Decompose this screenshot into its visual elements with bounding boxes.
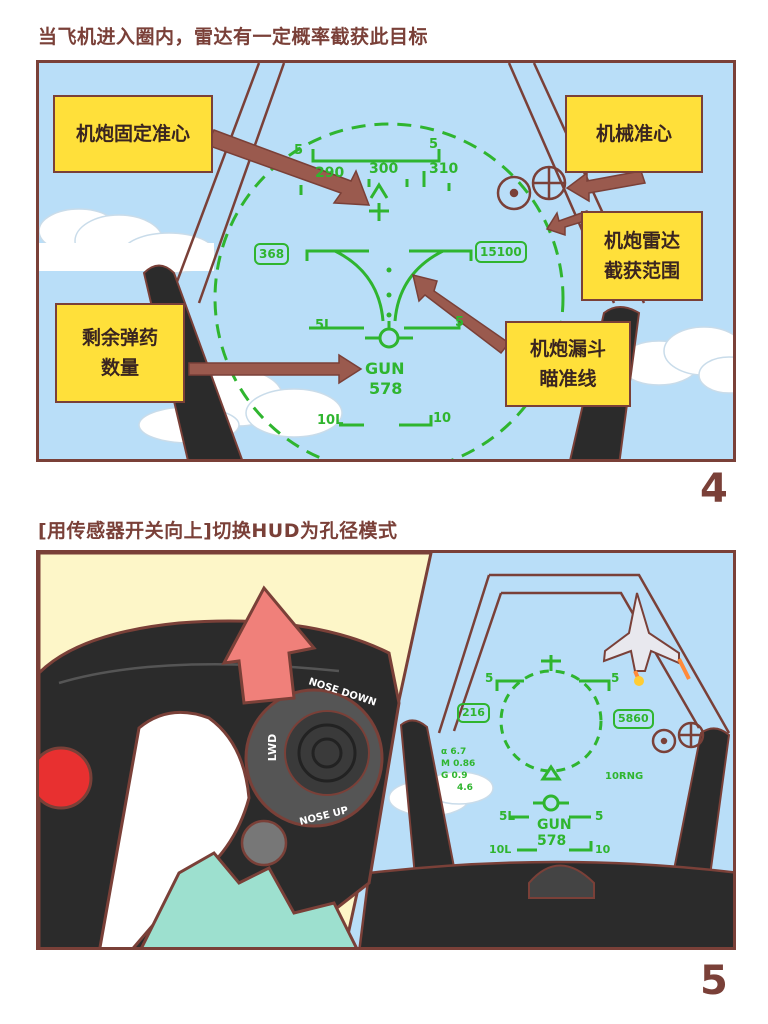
cloud-left <box>39 208 216 274</box>
hud-heading-center: 300 <box>369 161 399 177</box>
grip-ridge <box>58 663 340 685</box>
callout-funnel: 机炮漏斗 瞄准线 <box>505 321 631 407</box>
flight-path-marker-icon <box>365 321 413 349</box>
hud-gun-label: GUN <box>365 359 405 378</box>
callout-fixed-reticle-text: 机炮固定准心 <box>75 123 190 145</box>
hud-heading-left: 290 <box>315 165 345 181</box>
hud5-pitch-right: 5 <box>595 809 604 823</box>
hud5-ammo-count: 578 <box>537 833 567 849</box>
panel5-caption: [用传感器开关向上]切换HUD为孔径模式 <box>38 520 398 542</box>
switch-label-lwd: LWD <box>266 733 280 762</box>
callout-arrows <box>188 129 646 385</box>
hud-ammo-count: 578 <box>369 379 403 398</box>
sensor-switch-icon[interactable] <box>244 688 384 828</box>
hud5-range: 10RNG <box>605 771 644 782</box>
callout-mech-reticle-text: 机械准心 <box>595 123 672 145</box>
red-button-icon <box>39 746 93 810</box>
aperture-circle <box>499 669 603 773</box>
panel4: 5 5 290 300 310 368 15100 5L 5 GUN 578 1… <box>36 60 736 462</box>
hud5-pitch-left: 5L <box>499 809 515 823</box>
callout-mech-reticle: 机械准心 <box>565 95 703 173</box>
sleeve <box>140 851 358 947</box>
hud5-pitch-bottom-right: 10 <box>595 843 611 856</box>
callout-fixed-reticle: 机炮固定准心 <box>53 95 213 173</box>
hud-heading-right: 310 <box>429 161 459 177</box>
arrow-fixed-reticle <box>205 129 371 206</box>
hud5-speed-box: 216 <box>457 703 490 723</box>
hud5-g-extra: 4.6 <box>457 783 473 793</box>
hud5-pitch-bottom-left: 10L <box>489 843 512 856</box>
funnel-dots <box>386 267 392 318</box>
callout-funnel-line1: 机炮漏斗 <box>529 338 606 360</box>
hud5-alpha: α 6.7 <box>441 747 467 757</box>
arrow-ammo <box>188 353 363 385</box>
mechanical-reticle-p5-icon <box>651 721 705 754</box>
hud5-g: G 0.9 <box>441 771 468 781</box>
hud5-gun-label: GUN <box>537 817 572 833</box>
hud-pitch-left: 5L <box>315 318 333 333</box>
hud5-mach: M 0.86 <box>441 759 476 769</box>
enemy-jet-icon <box>602 592 691 686</box>
hud-pitch-ladder-p5 <box>495 655 611 852</box>
mechanical-reticle-icon <box>496 165 567 211</box>
hud-projector-housing <box>528 864 595 899</box>
panel5-scene <box>39 553 733 947</box>
callout-funnel-line2: 瞄准线 <box>539 368 597 390</box>
push-up-arrow-icon <box>221 585 317 705</box>
hud-pitch-top-left: 5 <box>294 143 304 158</box>
callout-radar-range: 机炮雷达 截获范围 <box>581 211 703 301</box>
gun-fixed-reticle-icon <box>369 182 389 221</box>
hud-pitch-top-right: 5 <box>429 137 439 152</box>
hud-pitch-bottom-left: 10L <box>317 413 344 428</box>
hud5-pitch-top-right: 5 <box>611 671 620 685</box>
hud5-pitch-top-left: 5 <box>485 671 494 685</box>
callout-ammo-line1: 剩余弹药 <box>81 327 158 349</box>
arrow-funnel <box>411 273 511 355</box>
hud-speed-box: 368 <box>254 243 290 265</box>
hud-pitch-right: 5 <box>455 315 465 330</box>
hud-pitch-bottom-right: 10 <box>433 411 452 426</box>
panel5: NOSE DOWN NOSE UP LWD 5 5 216 5860 α 6.7… <box>36 550 736 950</box>
panel4-caption: 当飞机进入圈内，雷达有一定概率截获此目标 <box>38 26 429 48</box>
hud-heading-tape <box>299 149 451 195</box>
gun-funnel-lines <box>334 249 444 322</box>
arrow-mech-reticle <box>565 170 646 203</box>
panel5-number: 5 <box>700 958 728 1004</box>
hud-altitude-box: 15100 <box>475 241 527 263</box>
radar-acquisition-circle <box>213 122 565 459</box>
callout-ammo-line2: 数量 <box>100 357 139 379</box>
cloud-right <box>618 326 733 394</box>
flight-path-marker-p5-icon <box>533 794 569 812</box>
callout-radar-range-line2: 截获范围 <box>603 260 680 282</box>
secondary-switch-icon[interactable] <box>240 819 288 867</box>
cockpit-dashboard <box>358 860 733 947</box>
callout-ammo: 剩余弹药 数量 <box>55 303 185 403</box>
hud5-altitude-box: 5860 <box>613 709 654 729</box>
callout-radar-range-line1: 机炮雷达 <box>603 230 680 252</box>
panel4-number: 4 <box>700 466 728 512</box>
